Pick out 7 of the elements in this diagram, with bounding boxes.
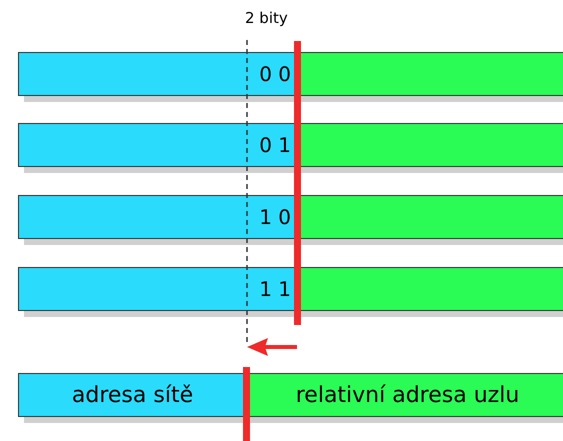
segment-text: 1 0 [259,205,291,229]
bit-count-label: 2 bity [245,9,288,27]
segment-text: 1 1 [259,277,291,301]
segment-text: adresa sítě [72,382,194,408]
segment-text: 0 0 [259,62,291,86]
segment-text: relativní adresa uzlu [296,382,520,408]
segment-text: 0 1 [259,133,291,157]
